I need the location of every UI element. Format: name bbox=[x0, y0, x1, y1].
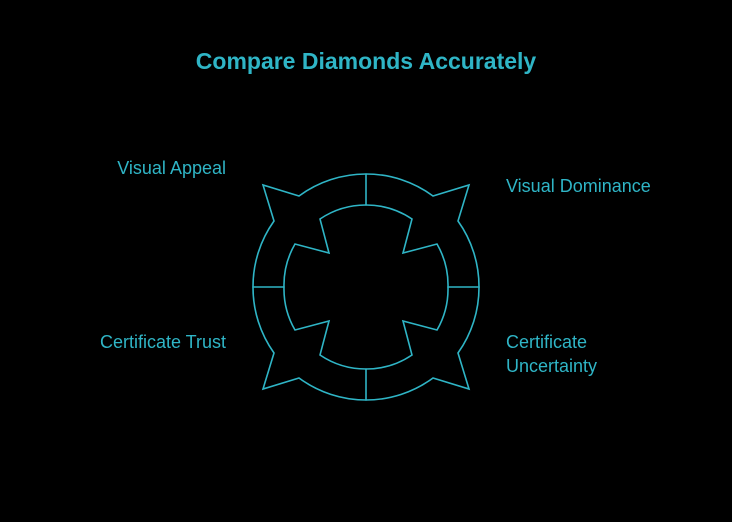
label-certificate-trust: Certificate Trust bbox=[99, 332, 226, 352]
label-certificate-uncertainty-line1: Certificate bbox=[506, 332, 588, 352]
label-visual-dominance: Visual Dominance bbox=[506, 176, 651, 196]
label-visual-appeal: Visual Appeal bbox=[117, 158, 226, 178]
diagram-title: Compare Diamonds Accurately bbox=[195, 48, 537, 74]
label-certificate-uncertainty-line2: Uncertainty bbox=[506, 356, 598, 376]
label-certificate-uncertainty: Certificate Uncertainty bbox=[506, 330, 597, 378]
inner-ring-outline bbox=[283, 204, 449, 370]
outer-ring-outline bbox=[252, 173, 480, 401]
